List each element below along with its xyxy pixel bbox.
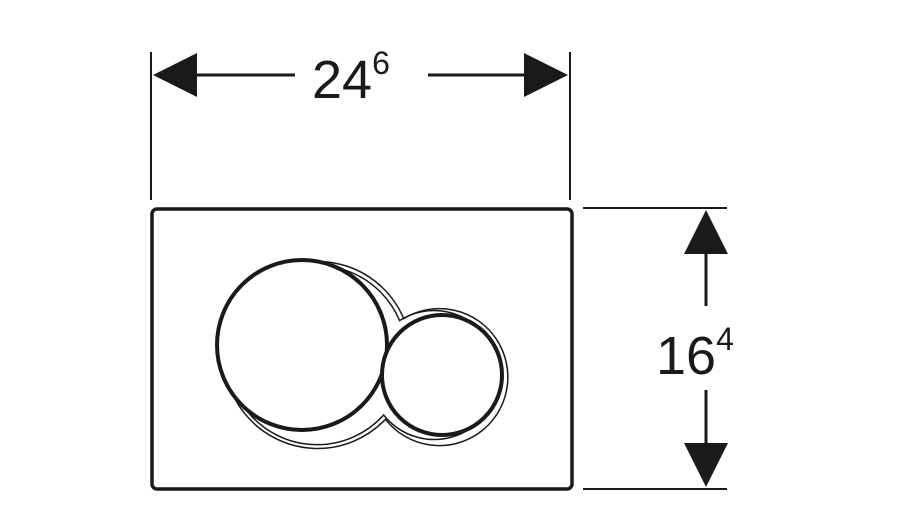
height-dimension-label: 164 (656, 321, 734, 386)
height-value: 16 (656, 326, 716, 386)
flush-plate (150, 207, 574, 491)
height-dimension: 164 (583, 207, 734, 490)
width-superscript: 6 (372, 45, 390, 81)
width-arrow-left-icon (153, 53, 197, 97)
width-dimension-label: 246 (312, 45, 390, 110)
large-flush-button[interactable] (215, 258, 389, 432)
height-superscript: 4 (716, 321, 734, 357)
flush-plate-outline (150, 207, 574, 491)
small-flush-button[interactable] (380, 313, 504, 437)
width-arrow-right-icon (524, 53, 568, 97)
width-value: 24 (312, 50, 372, 110)
height-arrow-down-icon (684, 443, 728, 487)
width-dimension: 246 (150, 45, 571, 200)
height-arrow-up-icon (684, 210, 728, 254)
